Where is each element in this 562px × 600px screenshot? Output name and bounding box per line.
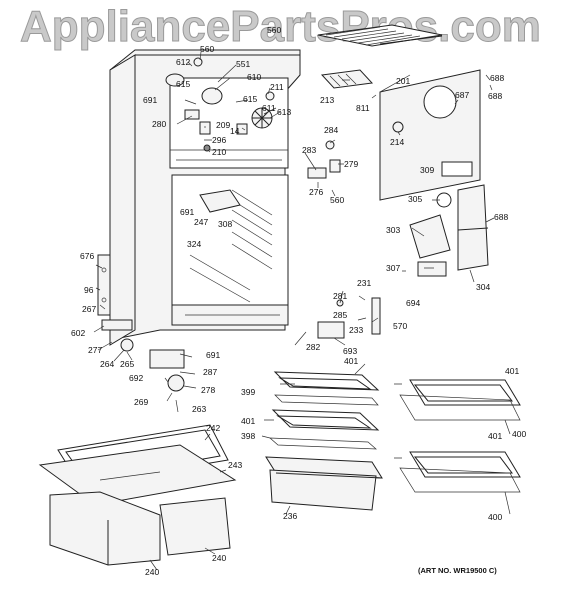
label-305: 305 [408,194,423,204]
label-210: 210 [212,147,227,157]
wire-shelf [317,24,443,47]
label-570: 570 [393,321,408,331]
label-691-mid: 691 [180,207,195,217]
label-240-left: 240 [145,567,160,577]
art-number: (ART NO. WR19500 C) [418,566,497,575]
label-688-second: 688 [488,91,503,101]
label-240-right: 240 [212,553,227,563]
label-692: 692 [129,373,144,383]
label-236: 236 [283,511,298,521]
label-615-left: 615 [176,79,191,89]
label-691-upper: 691 [143,95,158,105]
label-401-center-bottom: 401 [241,416,256,426]
watermark: AppliancePartsPros.com [20,2,542,52]
label-279: 279 [344,159,359,169]
label-602: 602 [71,328,86,338]
label-308: 308 [218,219,233,229]
label-267: 267 [82,304,97,314]
label-242: 242 [206,423,221,433]
label-284: 284 [324,125,339,135]
label-265: 265 [120,359,135,369]
label-688-top: 688 [490,73,505,83]
label-687: 687 [455,90,470,100]
glass-shelves-center [269,371,380,450]
label-14: 14 [230,126,240,136]
panel-201 [379,69,481,201]
ice-components [371,184,489,335]
small-parts [101,140,345,392]
label-398: 398 [241,431,256,441]
label-307: 307 [386,263,401,273]
label-693: 693 [343,346,358,356]
label-560-top: 560 [267,25,282,35]
label-285: 285 [333,310,348,320]
label-96: 96 [84,285,94,295]
label-283: 283 [302,145,317,155]
label-324: 324 [187,239,202,249]
label-281: 281 [333,291,348,301]
label-201: 201 [396,76,411,86]
label-309: 309 [420,165,435,175]
label-303: 303 [386,225,401,235]
label-263: 263 [192,404,207,414]
label-400-right-top: 400 [512,429,527,439]
label-691-lower: 691 [206,350,221,360]
label-811: 811 [356,103,370,113]
label-401-right-top: 401 [505,366,520,376]
label-610: 610 [247,72,262,82]
label-401-center-top: 401 [344,356,359,366]
drawer-236 [265,456,383,511]
label-231: 231 [357,278,372,288]
crisper-cover-and-pans [38,424,237,566]
label-282: 282 [306,342,321,352]
label-688-lower: 688 [494,212,509,222]
leader-lines [93,51,511,571]
label-694: 694 [406,298,421,308]
label-676: 676 [80,251,95,261]
cabinet [97,49,301,346]
label-551: 551 [236,59,251,69]
label-243: 243 [228,460,243,470]
label-560-upper: 560 [200,44,215,54]
label-615-right: 615 [243,94,258,104]
label-612: 612 [176,57,191,67]
label-611: 611 [262,103,276,113]
label-287: 287 [203,367,218,377]
part-213 [320,69,374,89]
label-280: 280 [152,119,167,129]
label-276: 276 [309,187,324,197]
label-304: 304 [476,282,491,292]
label-233: 233 [349,325,364,335]
label-400-right-bottom: 400 [488,512,503,522]
label-213: 213 [320,95,335,105]
label-296: 296 [212,135,227,145]
label-214: 214 [390,137,405,147]
label-209: 209 [216,120,231,130]
glass-shelves-right [399,379,521,493]
label-613: 613 [277,107,292,117]
label-269: 269 [134,397,149,407]
label-277: 277 [88,345,103,355]
label-211: 211 [270,82,284,92]
label-399: 399 [241,387,256,397]
label-247: 247 [194,217,209,227]
label-264: 264 [100,359,115,369]
label-401-right-bottom: 401 [488,431,503,441]
label-560-mid: 560 [330,195,345,205]
label-278: 278 [201,385,216,395]
